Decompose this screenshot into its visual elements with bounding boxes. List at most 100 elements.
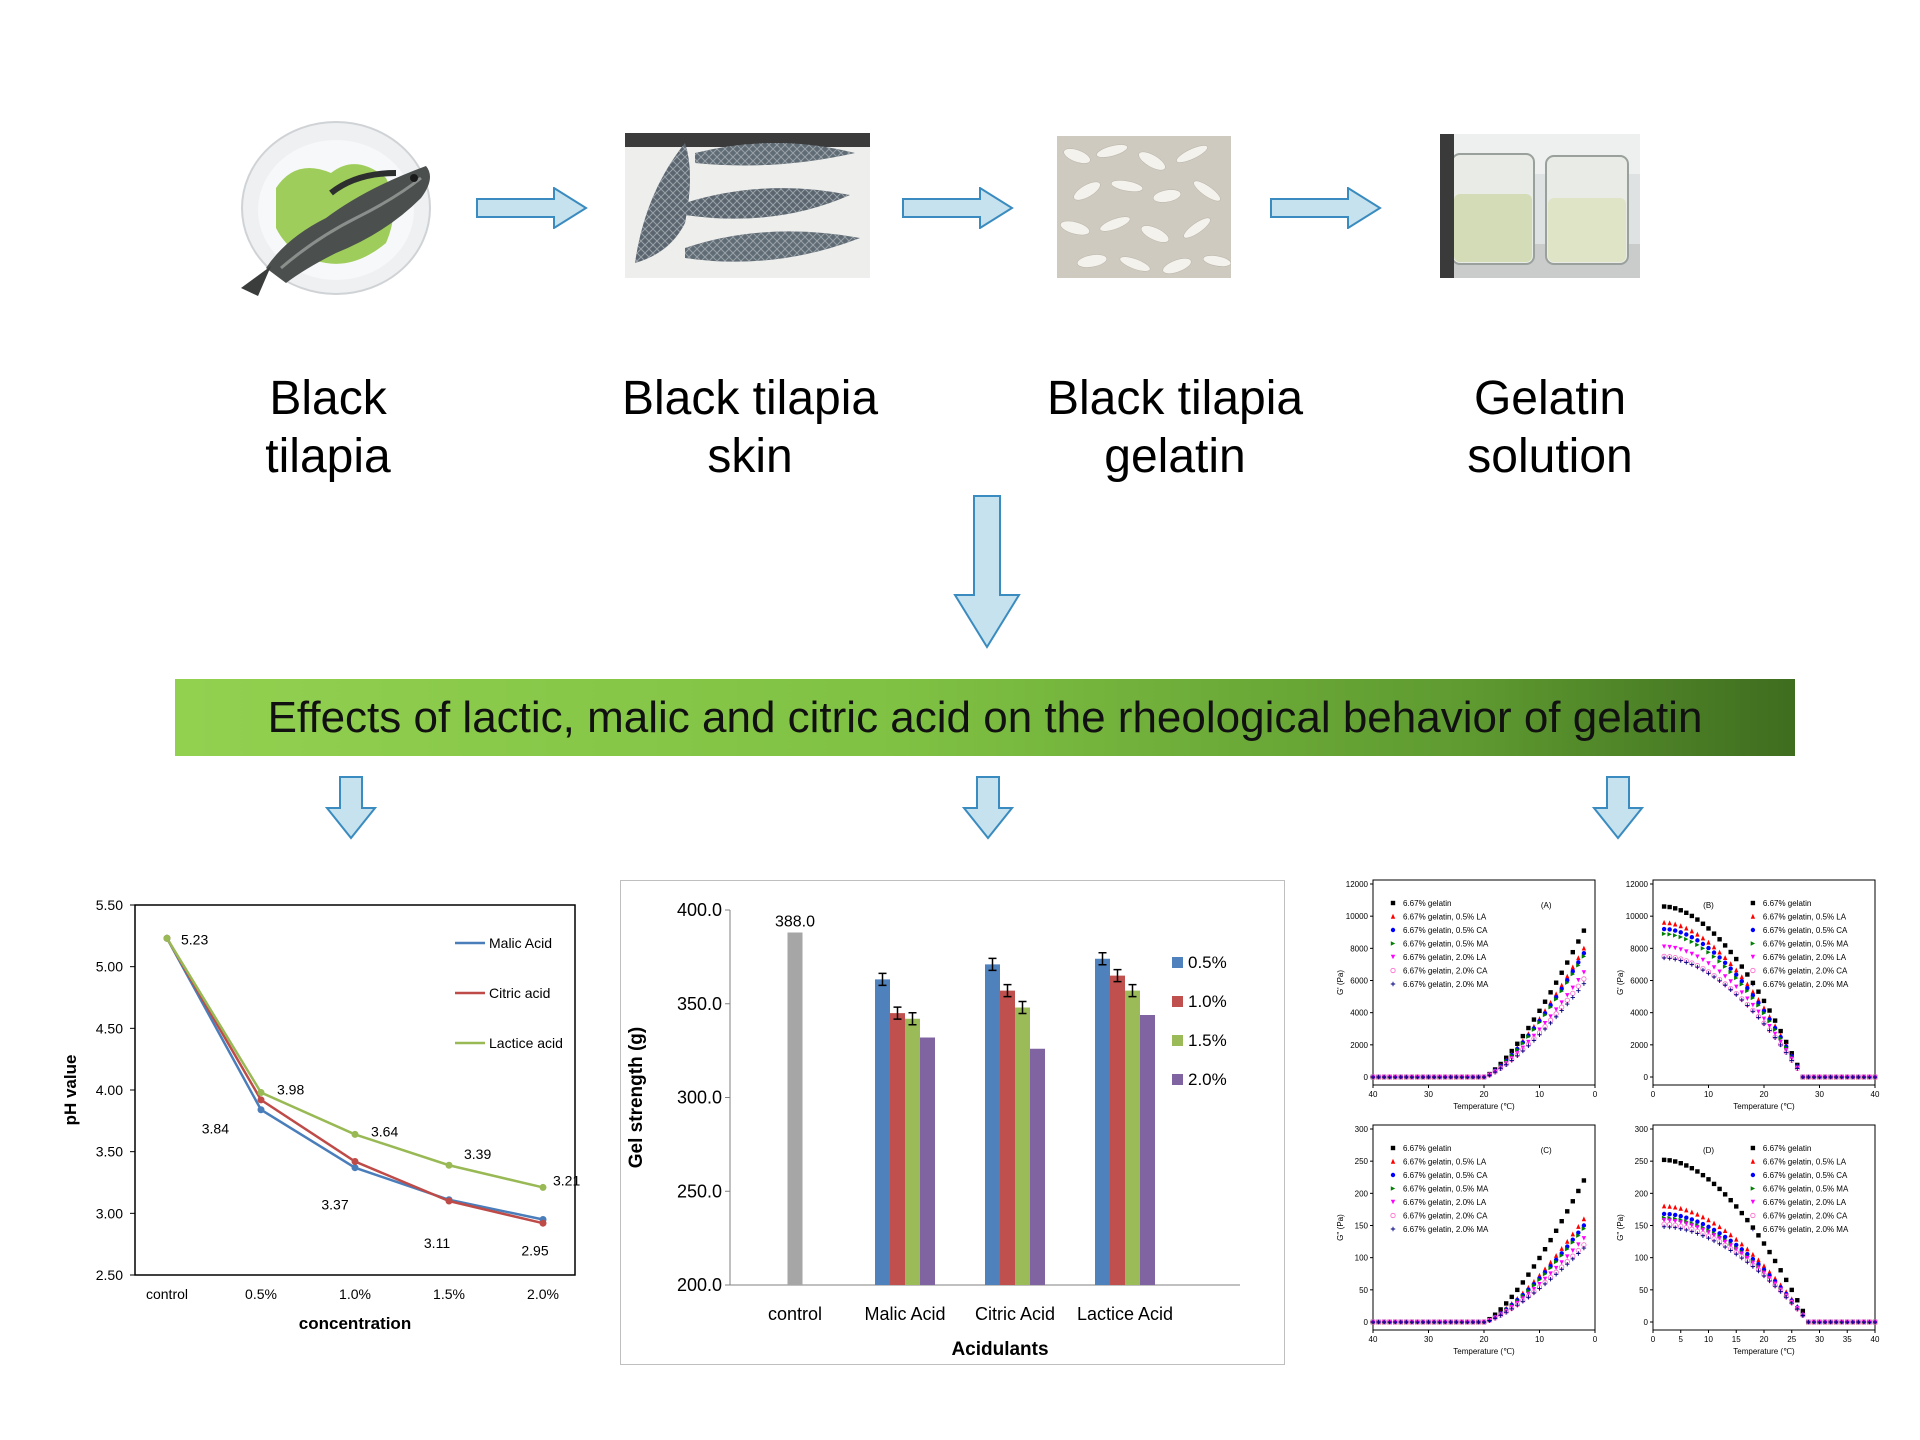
rheo-data-point	[1711, 931, 1717, 936]
rheo-data-point	[1667, 904, 1672, 910]
gel-bar	[1095, 958, 1110, 1285]
ph-data-point	[257, 1106, 265, 1114]
rheo-data-point	[1772, 1018, 1778, 1023]
ph-y-tick-label: 5.50	[96, 897, 123, 913]
flow-arrow-down-rheo	[1592, 776, 1644, 840]
rheo-data-point	[1426, 1074, 1431, 1080]
rheo-legend-label: 6.67% gelatin, 0.5% LA	[1763, 913, 1847, 922]
rheo-data-point	[1739, 990, 1744, 995]
rheo-legend-label: 6.67% gelatin, 0.5% CA	[1763, 1171, 1848, 1180]
rheo-data-point	[1750, 1002, 1756, 1008]
rheo-data-point	[1750, 1212, 1756, 1219]
rheo-data-point	[1498, 1313, 1503, 1318]
rheo-data-point	[1717, 969, 1722, 974]
rheo-data-point	[1789, 1287, 1794, 1293]
rheo-data-point	[1498, 1066, 1503, 1071]
gel-bar	[1110, 975, 1125, 1285]
rheo-legend-label: 6.67% gelatin, 2.0% MA	[1403, 1225, 1489, 1234]
gel-bar-control	[787, 932, 803, 1285]
rheo-data-point	[1565, 960, 1570, 965]
rheo-data-point	[1409, 1319, 1415, 1325]
rheo-data-point	[1722, 943, 1728, 948]
rheo-y-tick-label: 8000	[1630, 944, 1648, 953]
rheo-y-axis-title: G' (Pa)	[1336, 970, 1345, 995]
rheo-data-point	[1465, 1319, 1470, 1325]
rheo-data-point	[1673, 906, 1678, 911]
rheo-legend-label: 6.67% gelatin, 0.5% CA	[1403, 926, 1488, 935]
rheo-data-point	[1795, 1307, 1800, 1312]
rheo-data-point	[1437, 1074, 1442, 1080]
rheo-data-point	[1722, 960, 1728, 965]
rheo-data-point	[1542, 1271, 1548, 1277]
ph-data-label: 3.39	[464, 1146, 491, 1162]
rheo-data-point	[1695, 942, 1700, 948]
rheo-data-point	[1504, 1301, 1509, 1306]
rheo-x-tick-label: 20	[1760, 1090, 1769, 1099]
rheo-x-tick-label: 30	[1815, 1335, 1824, 1344]
rheo-data-point	[1700, 921, 1706, 926]
ph-data-label: 3.21	[553, 1172, 580, 1188]
rheo-data-point	[1667, 920, 1672, 926]
rheo-data-point	[1689, 939, 1695, 944]
rheo-y-tick-label: 150	[1355, 1222, 1369, 1231]
rheo-data-point	[1722, 982, 1728, 988]
gel-bar	[1140, 1015, 1155, 1285]
rheo-data-point	[1772, 1035, 1778, 1040]
rheo-legend-label: 6.67% gelatin, 2.0% LA	[1763, 953, 1847, 962]
rheo-data-point	[1745, 972, 1750, 977]
rheo-data-point	[1661, 955, 1667, 961]
ph-x-tick-label: 1.5%	[433, 1286, 465, 1302]
rheo-data-point	[1695, 964, 1700, 970]
rheo-data-point	[1761, 998, 1767, 1004]
rheo-data-point	[1772, 1031, 1778, 1037]
ph-data-point	[445, 1161, 453, 1169]
ph-x-tick-label: 0.5%	[245, 1286, 277, 1302]
rheo-data-point	[1673, 1219, 1678, 1224]
rheo-data-point	[1684, 1227, 1689, 1233]
gel-y-tick-label: 300.0	[677, 1088, 722, 1108]
ph-data-point	[539, 1219, 547, 1227]
rheo-data-point	[1806, 1319, 1811, 1325]
rheo-data-point	[1734, 972, 1739, 977]
rheo-data-point	[1750, 1158, 1756, 1164]
rheo-data-point	[1706, 1230, 1711, 1235]
rheo-data-point	[1661, 904, 1667, 909]
rheo-y-tick-label: 8000	[1350, 944, 1368, 953]
rheo-legend-label: 6.67% gelatin, 2.0% MA	[1763, 1225, 1849, 1234]
rheo-data-point	[1548, 1237, 1553, 1243]
rheo-data-point	[1565, 993, 1570, 998]
ph-data-point	[539, 1183, 547, 1191]
rheo-data-point	[1661, 1211, 1667, 1217]
rheo-data-point	[1581, 970, 1587, 975]
rheo-data-point	[1537, 1008, 1542, 1014]
rheo-data-point	[1700, 941, 1706, 947]
ph-data-label: 2.95	[521, 1243, 548, 1259]
rheo-legend-label: 6.67% gelatin, 2.0% MA	[1763, 980, 1849, 989]
rheo-data-point	[1559, 970, 1564, 975]
rheo-legend-label: 6.67% gelatin, 0.5% LA	[1403, 1158, 1487, 1167]
rheo-data-point	[1667, 1218, 1672, 1223]
rheo-data-point	[1678, 934, 1683, 940]
rheo-data-point	[1553, 1259, 1559, 1265]
rheo-data-point	[1711, 1233, 1717, 1238]
rheo-data-point	[1872, 1074, 1878, 1080]
ph-data-label: 5.23	[181, 931, 208, 947]
rheo-data-point	[1784, 1050, 1789, 1055]
rheo-x-tick-label: 15	[1732, 1335, 1741, 1344]
rheo-legend-label: 6.67% gelatin, 2.0% CA	[1403, 1212, 1488, 1221]
rheo-data-point	[1700, 967, 1706, 973]
gel-bar	[1015, 1007, 1030, 1285]
rheo-data-point	[1833, 1074, 1839, 1080]
rheo-y-tick-label: 2000	[1630, 1041, 1648, 1050]
rheo-data-point	[1492, 1315, 1498, 1321]
rheo-data-point	[1700, 1227, 1706, 1233]
rheo-data-point	[1745, 1217, 1750, 1223]
rheo-y-tick-label: 0	[1644, 1318, 1649, 1327]
rheo-data-point	[1689, 913, 1695, 919]
rheo-x-tick-label: 0	[1593, 1090, 1598, 1099]
rheo-legend-label: 6.67% gelatin, 2.0% CA	[1763, 967, 1848, 976]
rheo-data-point	[1861, 1319, 1867, 1325]
rheo-data-point	[1420, 1074, 1426, 1080]
rheo-legend-label: 6.67% gelatin	[1763, 899, 1811, 908]
rheo-data-point	[1795, 1066, 1800, 1071]
